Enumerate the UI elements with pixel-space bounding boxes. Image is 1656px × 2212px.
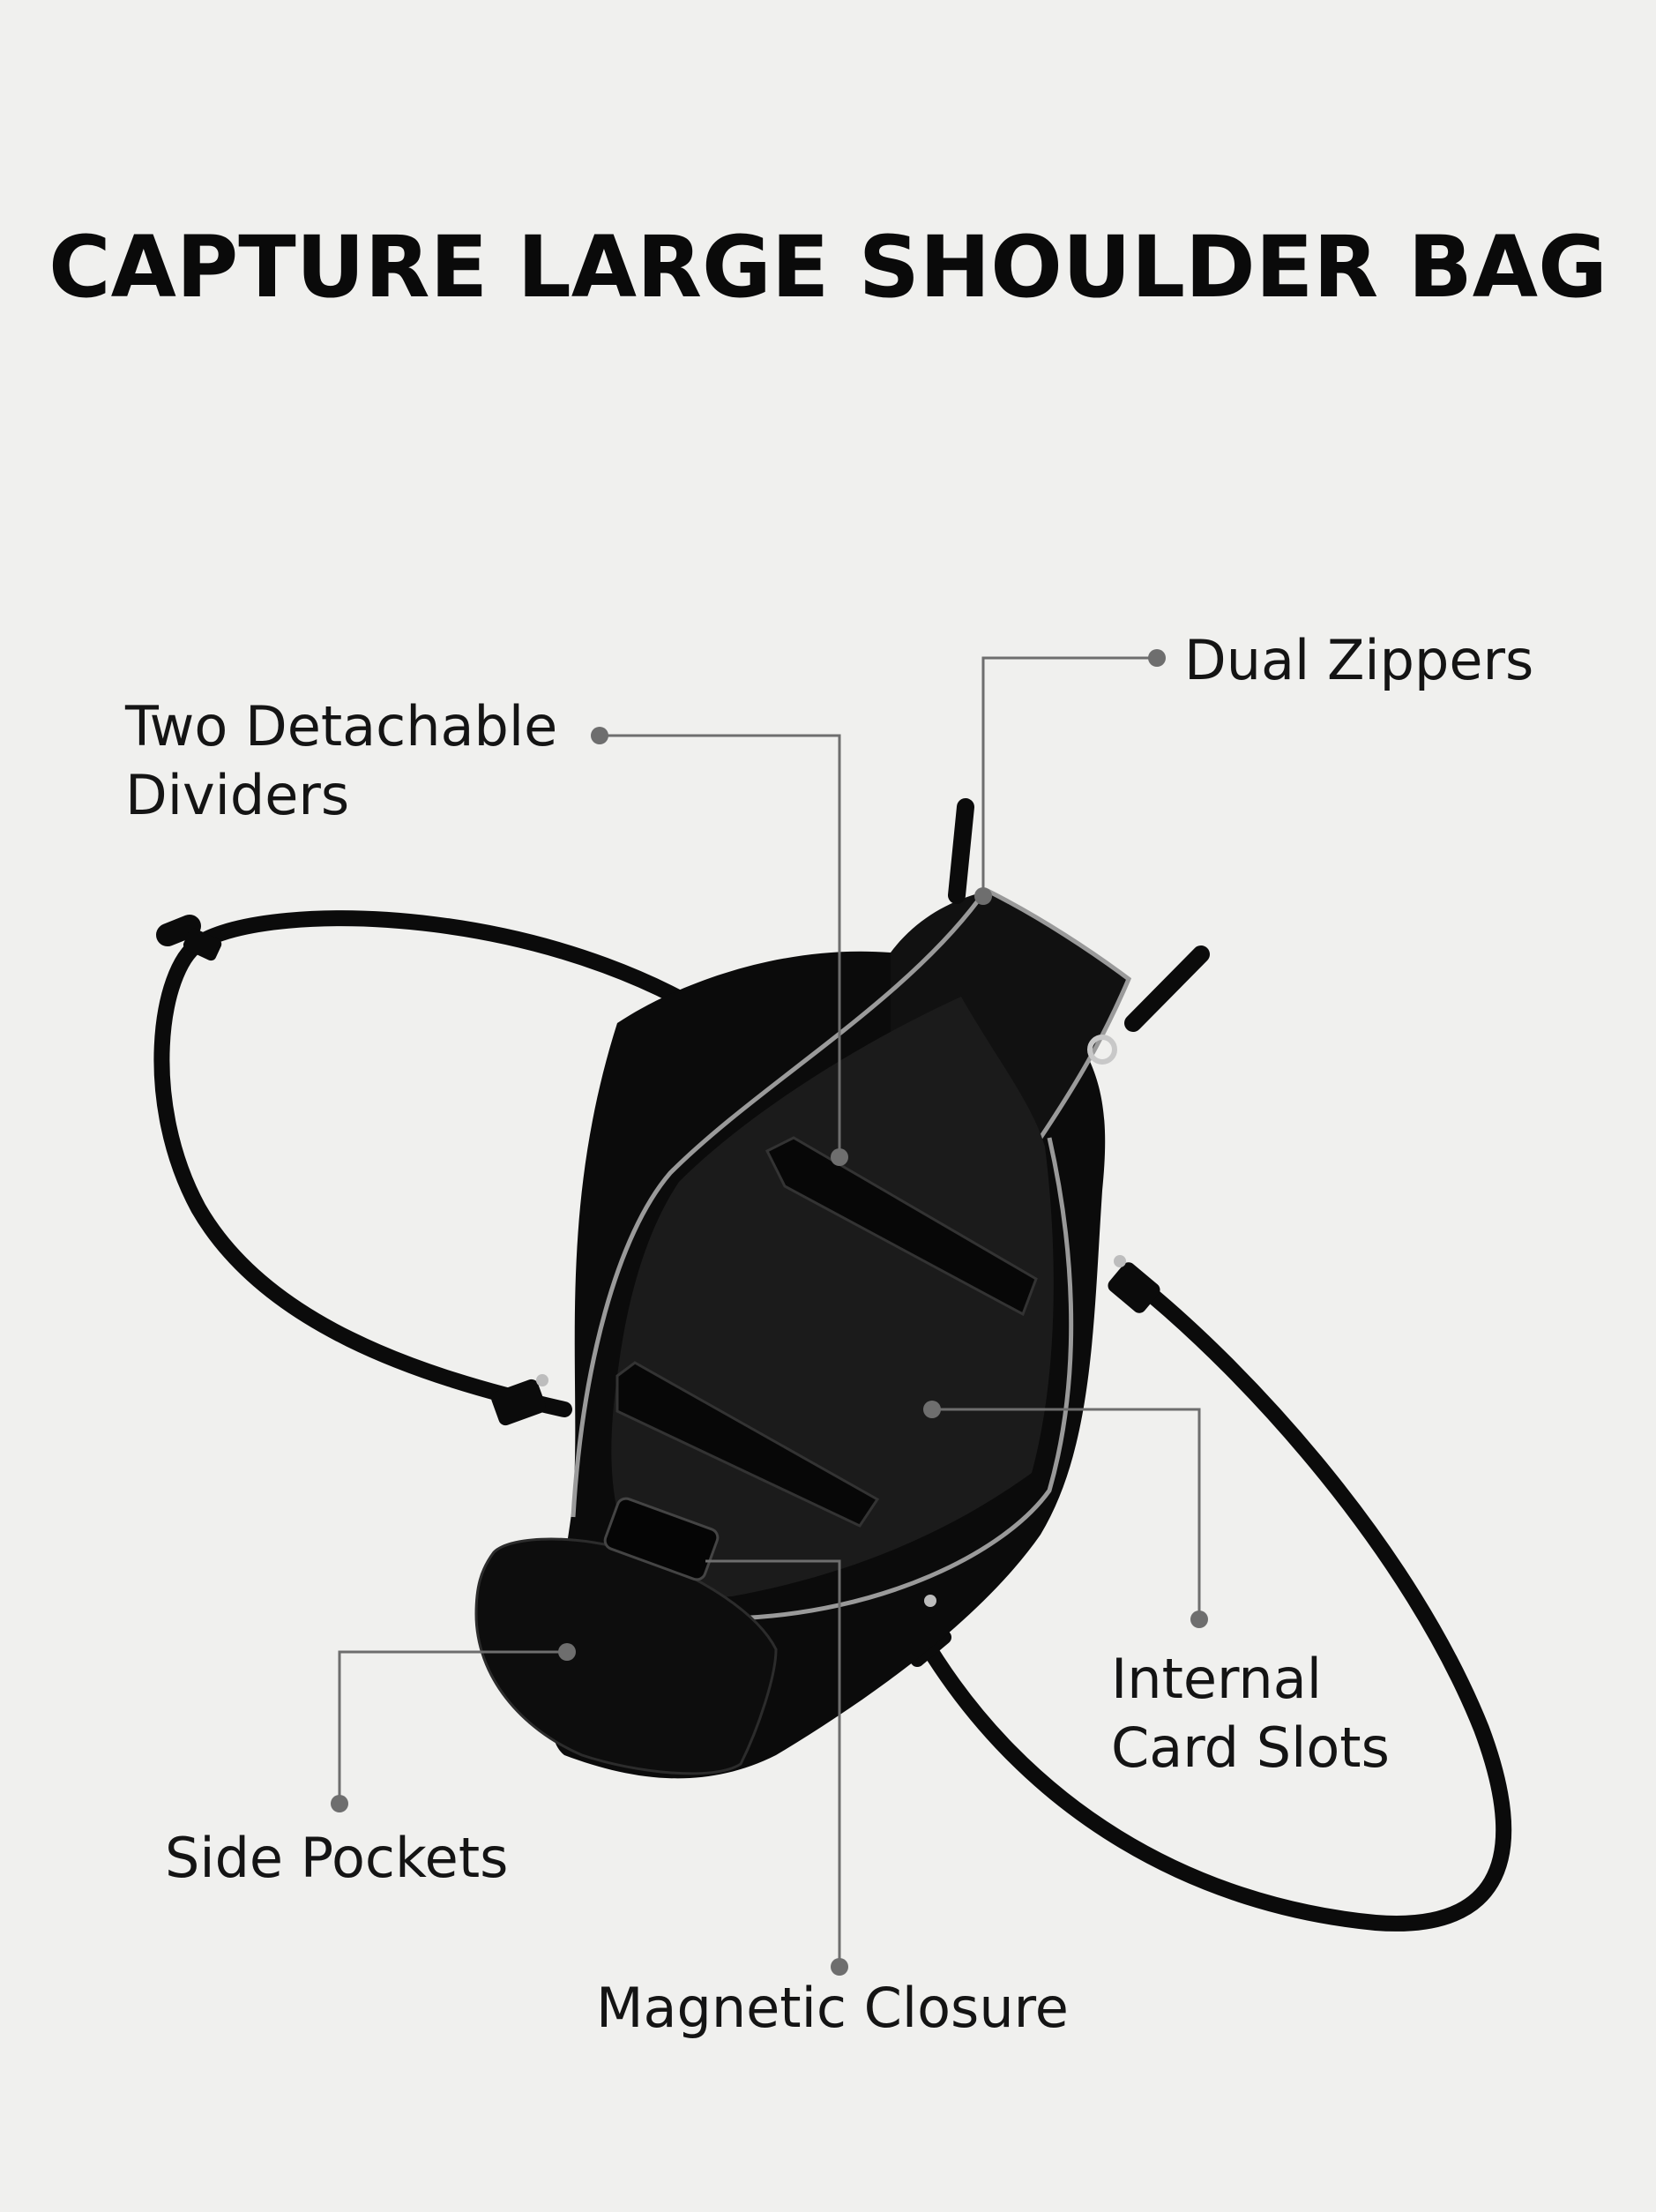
callout-dots <box>331 649 1208 1976</box>
zipper-pull-right <box>1124 945 1210 1032</box>
callout-two-detachable-dividers: Two Detachable Dividers <box>125 692 557 830</box>
callout-text: Side Pockets <box>165 1826 509 1890</box>
callout-text: Dual Zippers <box>1184 628 1534 692</box>
zipper-edge-left <box>571 898 981 1518</box>
leader-dividers <box>600 734 841 1157</box>
dot-cards-target <box>923 1401 941 1418</box>
magnetic-tab <box>603 1497 720 1581</box>
bag-body <box>474 888 1132 1779</box>
front-divider <box>765 1136 1038 1317</box>
zipper-edge-top <box>986 888 1132 1140</box>
callout-text: Dividers <box>125 763 350 827</box>
back-divider <box>615 1361 880 1528</box>
right-handle <box>914 1275 1512 1932</box>
leader-zippers <box>981 656 1157 896</box>
callout-leaders <box>338 656 1201 1967</box>
hardware-rivet-2 <box>924 1595 936 1607</box>
zipper-ring <box>1087 1035 1117 1065</box>
dot-zippers-target <box>974 887 992 905</box>
leader-side <box>338 1650 567 1804</box>
callout-text: Internal <box>1111 1647 1322 1711</box>
callout-text: Two Detachable <box>125 694 558 759</box>
dot-side-label <box>331 1795 348 1812</box>
leader-magnetic <box>705 1559 841 1967</box>
zipper-pulls <box>948 798 1210 1032</box>
callout-dual-zippers: Dual Zippers <box>1184 626 1533 695</box>
bag-handles <box>153 910 1512 1932</box>
callout-internal-card-slots: Internal Card Slots <box>1111 1645 1390 1782</box>
dot-cards-label <box>1190 1610 1208 1628</box>
dot-side-target <box>558 1643 576 1661</box>
left-handle-tip <box>156 915 201 946</box>
dot-magnetic-label <box>831 1958 848 1976</box>
zipper-edge-right <box>731 1137 1074 1621</box>
dot-dividers-label <box>591 727 608 744</box>
hardware-rivet-3 <box>536 1374 548 1386</box>
dot-zippers-label <box>1148 649 1166 667</box>
left-handle <box>153 910 773 1417</box>
callout-magnetic-closure: Magnetic Closure <box>596 1974 1069 2043</box>
zipper-pull-left <box>948 798 974 904</box>
callout-side-pockets: Side Pockets <box>165 1824 508 1893</box>
leader-cards <box>932 1408 1201 1619</box>
dot-dividers-target <box>831 1148 848 1166</box>
top-flap <box>891 891 1129 1138</box>
page-title: CAPTURE LARGE SHOULDER BAG <box>48 218 1608 317</box>
callout-text: Card Slots <box>1111 1715 1390 1780</box>
hardware-rivet-1 <box>1114 1255 1126 1267</box>
callout-text: Magnetic Closure <box>596 1976 1069 2040</box>
